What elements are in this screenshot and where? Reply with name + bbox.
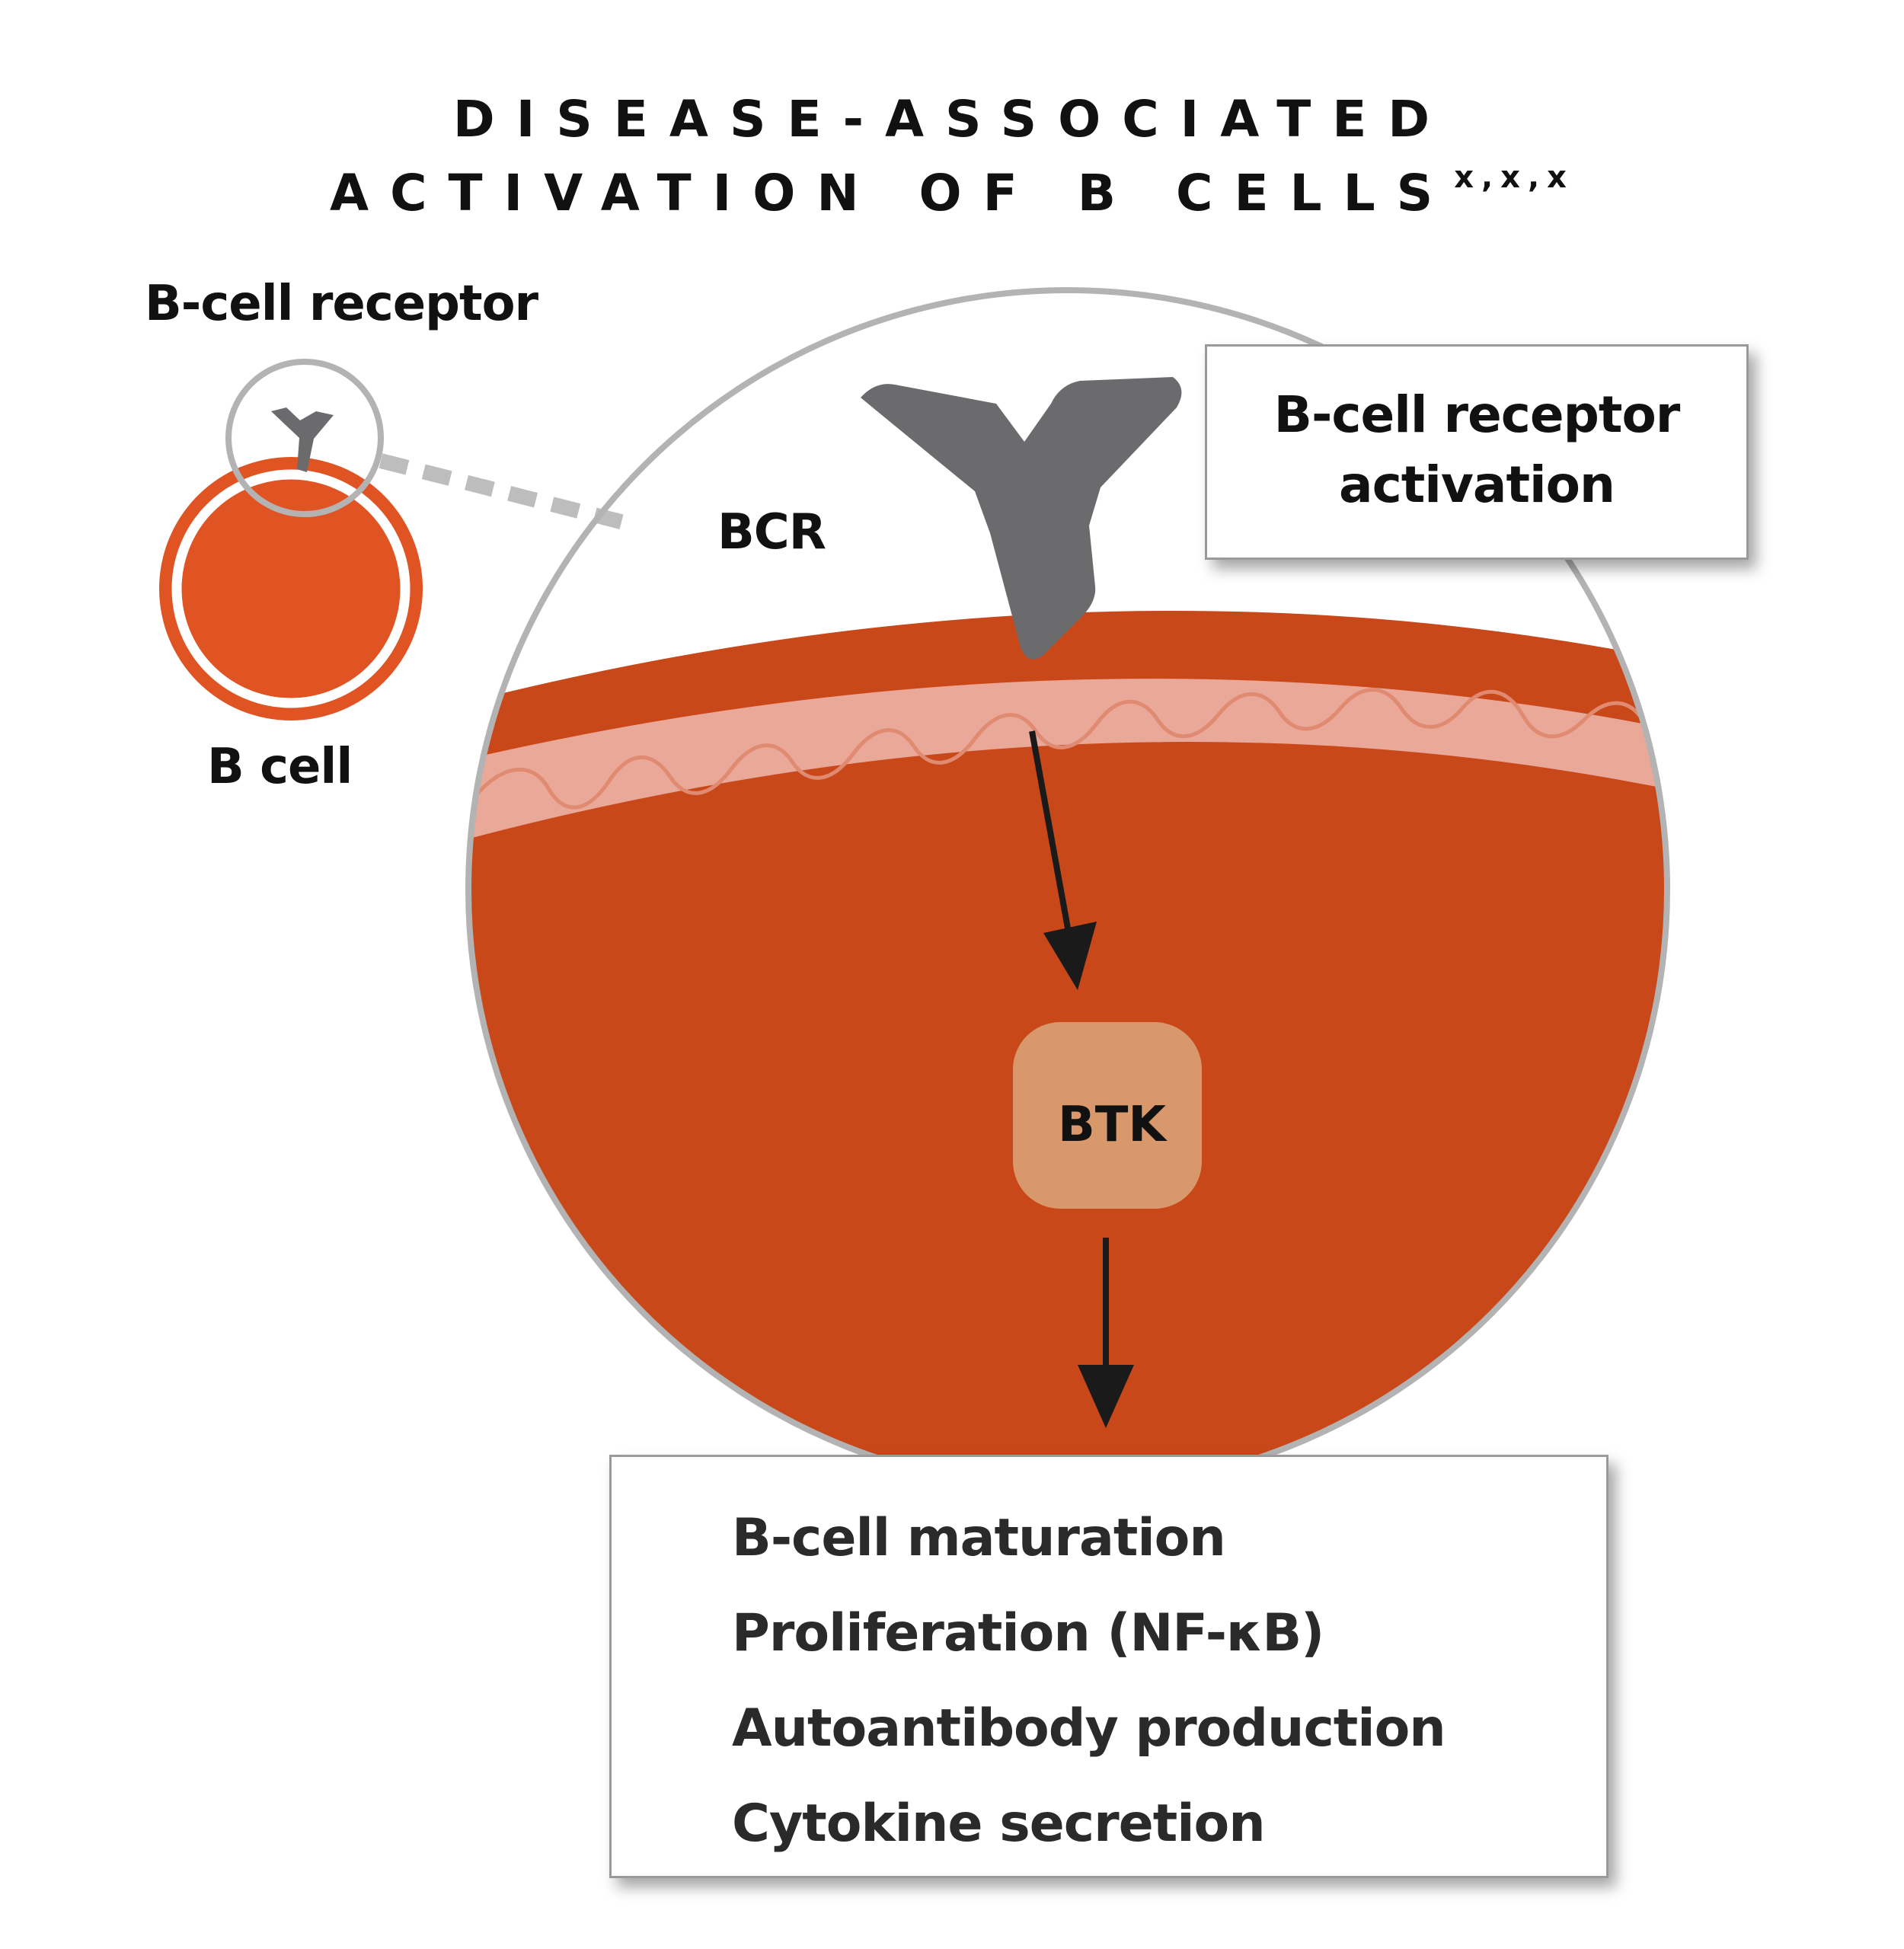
membrane-wave	[471, 688, 1667, 810]
outcome-item: B-cell maturation	[732, 1508, 1226, 1568]
outcome-item: Autoantibody production	[732, 1698, 1446, 1759]
receptor-icon-small	[271, 407, 334, 472]
title-text-1: DISEASE-ASSOCIATED	[452, 90, 1452, 149]
title-line-2: ACTIVATION OF B CELLSx,x,x	[0, 160, 1904, 222]
title-superscript: x,x,x	[1454, 160, 1574, 195]
b-cell-small	[159, 457, 423, 720]
b-cell-receptor-label: B-cell receptor	[145, 276, 538, 332]
btk-box	[1013, 1022, 1202, 1209]
bcr-label: BCR	[717, 504, 826, 561]
arrow-bcr-to-btk	[1029, 730, 1097, 990]
title-text-2: ACTIVATION OF B CELLS	[330, 164, 1455, 222]
activation-text: B-cell receptor activation	[1207, 380, 1746, 520]
activation-callout: B-cell receptor activation	[1205, 344, 1749, 560]
magnifier-circle-small	[225, 359, 384, 517]
activation-line-2: activation	[1339, 455, 1615, 514]
receptor-icon-large	[861, 377, 1182, 660]
outcome-item: Cytokine secretion	[732, 1794, 1266, 1854]
arrow-btk-to-outcomes	[1078, 1238, 1134, 1428]
outcomes-box: B-cell maturation Proliferation (NF-κB) …	[609, 1455, 1608, 1878]
outcomes-list: B-cell maturation Proliferation (NF-κB) …	[732, 1491, 1446, 1871]
b-cell-label: B cell	[207, 739, 353, 795]
outcome-item: Proliferation (NF-κB)	[732, 1603, 1324, 1663]
btk-label: BTK	[1057, 1097, 1167, 1153]
title-line-1: DISEASE-ASSOCIATED	[0, 90, 1904, 149]
activation-line-1: B-cell receptor	[1273, 385, 1681, 444]
